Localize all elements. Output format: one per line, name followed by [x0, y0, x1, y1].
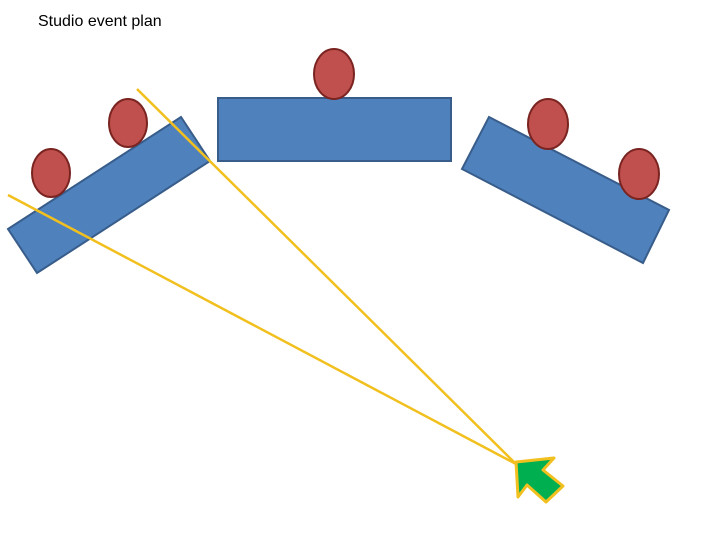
- camera-arrow-icon: [514, 456, 565, 504]
- right-person-2: [618, 148, 660, 200]
- left-person-2: [108, 98, 148, 148]
- sightline-upper: [136, 88, 517, 465]
- center-table: [217, 97, 452, 162]
- right-person-1: [527, 98, 569, 150]
- left-table-group: [6, 98, 212, 275]
- sightline-lower: [7, 193, 517, 466]
- right-table-group: [460, 98, 671, 265]
- page-title: Studio event plan: [38, 13, 162, 30]
- center-person: [313, 48, 355, 100]
- left-person-1: [31, 148, 71, 198]
- right-table: [460, 115, 671, 265]
- center-table-group: [217, 48, 452, 162]
